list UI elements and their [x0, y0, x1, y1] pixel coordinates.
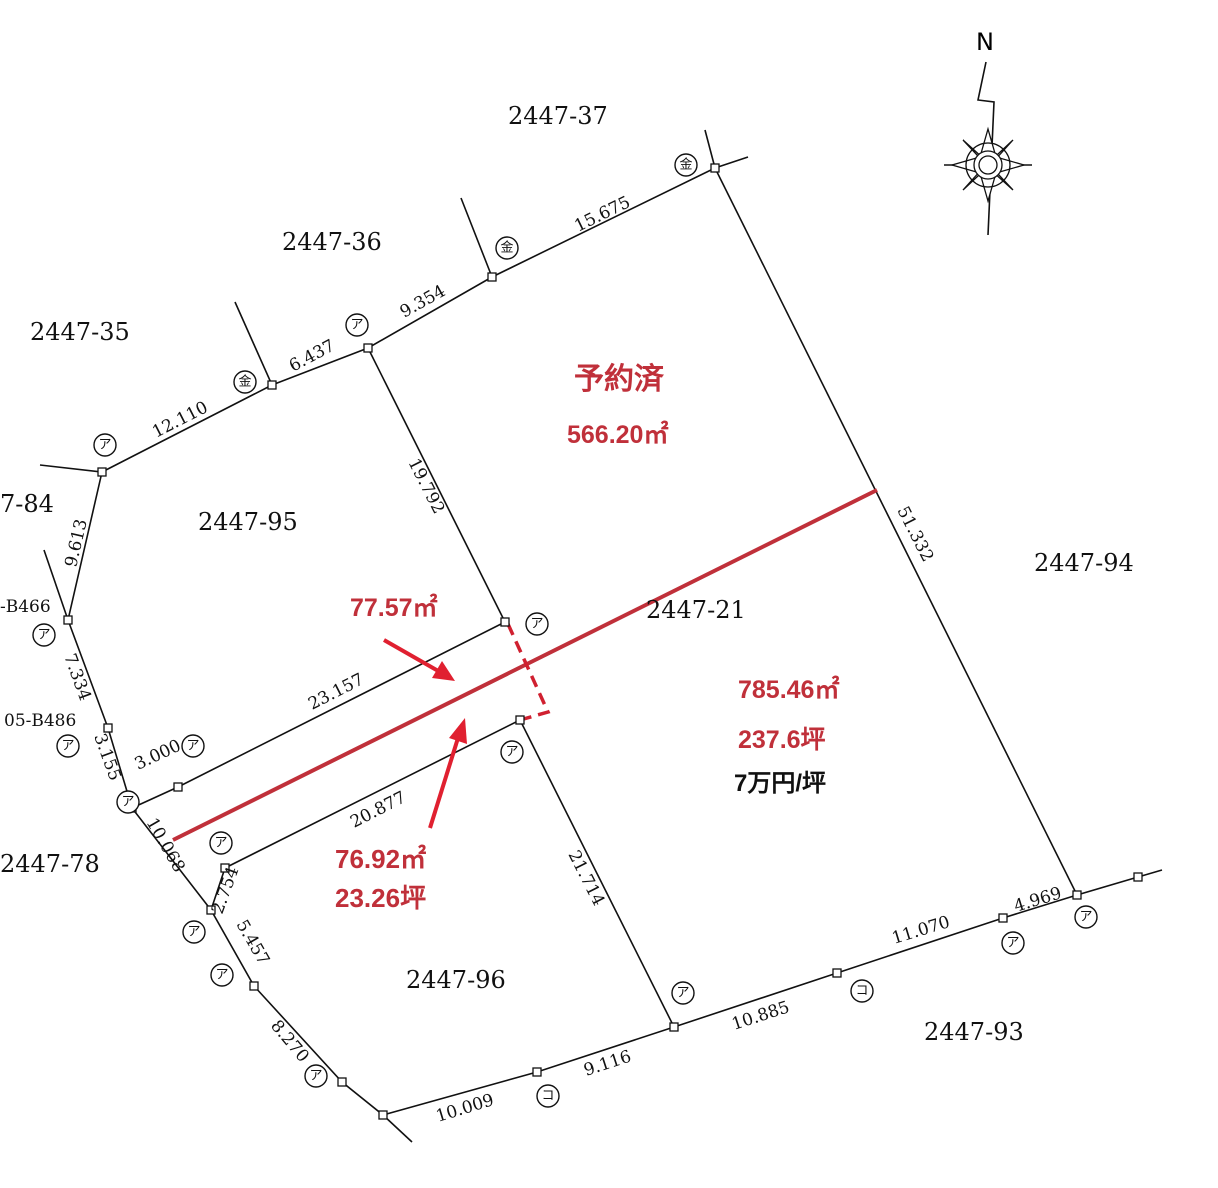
marker-ko-icon: コ	[536, 1084, 560, 1108]
svg-text:金: 金	[500, 240, 513, 256]
small-area-bottom: 76.92㎡	[335, 844, 426, 874]
compass-icon: N	[944, 28, 1032, 236]
marker-a-icon: ア	[182, 920, 206, 944]
reserved-label: 予約済	[574, 363, 665, 396]
svg-text:ア: ア	[61, 739, 74, 754]
marker-a-icon: ア	[56, 734, 80, 758]
svg-text:ア: ア	[186, 739, 199, 754]
dimension-labels: 15.675 9.354 6.437 12.110 9.613 7.334 3.…	[59, 192, 1064, 1126]
dimension: 10.009	[434, 1090, 497, 1127]
marker-kin-icon: 金	[674, 153, 698, 177]
dimension: 51.332	[893, 503, 938, 565]
svg-text:コ: コ	[855, 984, 868, 999]
boundary-markers: 金 金 金 ア ア ア ア ア ア ア ア ア ア ア ア ア ア ア コ コ	[32, 153, 1098, 1108]
dimension: 11.070	[890, 912, 953, 949]
parcel-2447-95: 2447-95	[198, 508, 298, 536]
marker-a-icon: ア	[500, 740, 524, 764]
main-area: 785.46㎡	[738, 675, 839, 704]
marker-a-icon: ア	[1001, 931, 1025, 955]
marker-a-icon: ア	[210, 963, 234, 987]
small-area-top: 77.57㎡	[350, 593, 438, 622]
svg-text:ア: ア	[121, 795, 134, 810]
reserved-area: 566.20㎡	[567, 420, 668, 449]
parcel-2447-35: 2447-35	[30, 318, 130, 346]
svg-text:ア: ア	[1079, 910, 1092, 925]
dimension: 3.000	[132, 736, 185, 775]
dimension: 20.877	[347, 788, 409, 833]
marker-a-icon: ア	[32, 623, 56, 647]
svg-text:ア: ア	[214, 836, 227, 851]
svg-text:ア: ア	[215, 968, 228, 983]
marker-a-icon: ア	[304, 1064, 328, 1088]
svg-text:コ: コ	[541, 1089, 554, 1104]
parcel-2447-78: 2447-78	[0, 850, 100, 878]
dimension: 19.792	[404, 455, 449, 517]
boundary-lines	[39, 129, 1163, 1143]
parcel-2447-96: 2447-96	[406, 966, 506, 994]
division-lines	[172, 488, 878, 842]
price-per-tsubo: 7万円/坪	[734, 770, 826, 797]
marker-a-icon: ア	[1074, 905, 1098, 929]
parcel-b486: 05-B486	[4, 711, 76, 731]
parcel-2447-36: 2447-36	[282, 228, 382, 256]
dimension: 10.885	[729, 997, 792, 1034]
svg-text:ア: ア	[530, 617, 543, 632]
dimension: 10.068	[142, 815, 189, 877]
svg-text:ア: ア	[187, 925, 200, 940]
svg-text:ア: ア	[676, 986, 689, 1001]
dimension: 9.613	[61, 517, 91, 569]
dimension: 5.457	[232, 917, 274, 969]
dimension: 2.754	[208, 864, 243, 917]
small-tsubo-bottom: 23.26坪	[335, 883, 426, 913]
svg-text:ア: ア	[1006, 936, 1019, 951]
main-tsubo: 237.6坪	[738, 726, 826, 754]
marker-a-icon: ア	[345, 313, 369, 337]
north-label: N	[976, 28, 994, 56]
dimension: 9.116	[581, 1047, 633, 1081]
marker-ko-icon: コ	[850, 979, 874, 1003]
marker-kin-icon: 金	[233, 370, 257, 394]
svg-text:ア: ア	[37, 628, 50, 643]
svg-text:ア: ア	[98, 438, 111, 453]
parcel-2447-93: 2447-93	[924, 1018, 1024, 1046]
parcel-2447-37: 2447-37	[508, 102, 608, 130]
dimension: 21.714	[564, 847, 609, 909]
parcel-b466: -B466	[0, 597, 51, 617]
marker-kin-icon: 金	[495, 236, 519, 260]
svg-text:金: 金	[679, 157, 692, 173]
svg-text:ア: ア	[350, 318, 363, 333]
marker-a-icon: ア	[181, 734, 205, 758]
svg-text:ア: ア	[505, 745, 518, 760]
svg-text:金: 金	[238, 374, 251, 390]
marker-a-icon: ア	[525, 612, 549, 636]
parcel-7-84: 7-84	[0, 490, 54, 518]
marker-a-icon: ア	[116, 790, 140, 814]
svg-text:ア: ア	[309, 1069, 322, 1084]
parcel-labels: 2447-37 2447-36 2447-35 7-84 2447-95 -B4…	[0, 102, 1134, 1046]
marker-a-icon: ア	[671, 981, 695, 1005]
survey-points	[63, 163, 1143, 1120]
marker-a-icon: ア	[209, 831, 233, 855]
dimension: 15.675	[571, 192, 633, 236]
parcel-2447-94: 2447-94	[1034, 549, 1134, 577]
dimension: 3.155	[89, 731, 124, 784]
parcel-2447-21: 2447-21	[646, 596, 746, 624]
arrow-icon	[383, 638, 467, 829]
dimension: 12.110	[149, 398, 211, 443]
dimension: 4.969	[1012, 883, 1064, 916]
marker-a-icon: ア	[93, 433, 117, 457]
area-annotations: 予約済 566.20㎡ 77.57㎡ 76.92㎡ 23.26坪 785.46㎡…	[335, 363, 839, 913]
